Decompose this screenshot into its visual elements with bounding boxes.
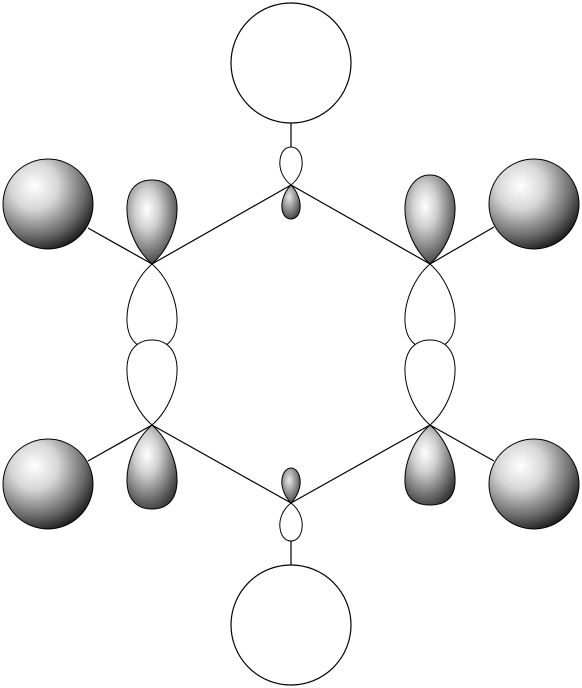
substituent-bottom-sphere — [230, 564, 352, 686]
lobe-upper-right-bottom-unshaded — [404, 263, 456, 350]
bond-lower-right-bottom — [290, 424, 431, 504]
lobe-top-lower-shaded — [281, 184, 301, 220]
lobe-upper-left-top-shaded — [126, 179, 178, 265]
substituent-upper-right-sphere — [488, 158, 580, 250]
substituent-upper-left-sphere — [2, 158, 94, 250]
orbital-lower-left-carbon — [126, 339, 178, 510]
lobe-lower-left-bottom-shaded — [126, 424, 178, 510]
lobe-bottom-lower-unshaded — [279, 502, 303, 542]
orbital-upper-left-carbon — [126, 179, 178, 350]
bond-top-upper-left — [151, 184, 292, 265]
bond-lower-left-bottom — [151, 424, 292, 504]
lobe-lower-right-top-unshaded — [404, 339, 456, 426]
orbital-upper-right-carbon — [404, 174, 456, 350]
substituent-lower-right-sphere — [488, 438, 580, 530]
substituent-lower-left-sphere — [2, 438, 94, 530]
orbital-lower-right-carbon — [404, 339, 456, 506]
bond-upper-left-substituent — [87, 227, 153, 265]
substituent-top-sphere — [230, 2, 352, 124]
bond-upper-right-substituent — [429, 226, 495, 265]
bond-lines — [87, 123, 495, 565]
orbital-bottom-carbon — [279, 467, 303, 542]
bond-top-upper-right — [290, 184, 431, 265]
bond-lower-right-substituent — [429, 424, 495, 462]
lobe-lower-left-top-unshaded — [126, 339, 178, 426]
lobe-upper-left-bottom-unshaded — [126, 263, 178, 350]
lobe-top-upper-unshaded — [279, 146, 303, 186]
lobe-upper-right-top-shaded — [404, 174, 456, 265]
lobe-lower-right-bottom-shaded — [404, 424, 456, 506]
orbital-top-carbon — [279, 146, 303, 220]
bond-lower-left-substituent — [87, 424, 153, 462]
lobe-bottom-upper-shaded — [281, 467, 301, 504]
